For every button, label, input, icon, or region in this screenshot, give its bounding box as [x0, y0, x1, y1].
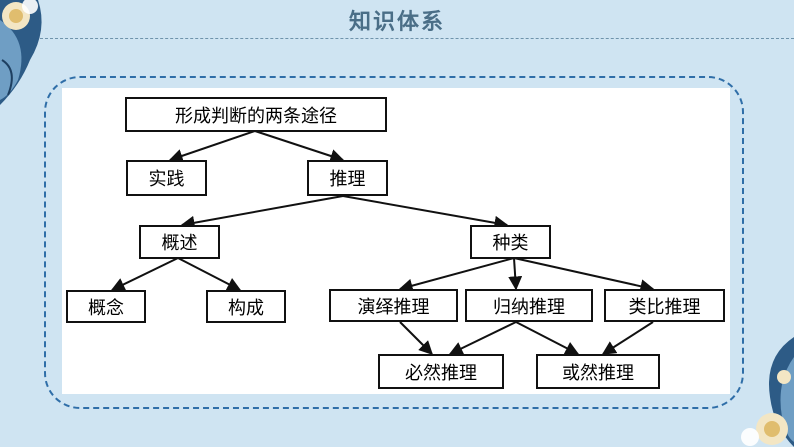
edge-analogical-probable	[601, 321, 654, 355]
node-types: 种类	[470, 225, 551, 259]
node-structure: 构成	[206, 290, 286, 323]
node-overview: 概述	[139, 225, 220, 259]
node-reasoning: 推理	[307, 160, 388, 196]
node-inductive: 归纳推理	[465, 289, 593, 322]
node-practice: 实践	[126, 160, 207, 196]
flower-icon	[0, 0, 42, 105]
edge-types-deductive	[398, 257, 515, 293]
edge-reasoning-overview	[180, 195, 344, 230]
page-title: 知识体系	[348, 10, 445, 35]
edge-deductive-necessary	[399, 321, 433, 355]
edge-inductive-necessary	[448, 321, 517, 355]
edge-reasoning-types	[342, 195, 509, 230]
title-divider	[40, 38, 794, 39]
node-analogical: 类比推理	[604, 289, 725, 322]
edge-inductive-probable	[515, 321, 580, 355]
node-necessary: 必然推理	[378, 354, 504, 389]
edge-root-reasoning	[254, 130, 345, 163]
node-concept: 概念	[66, 290, 146, 323]
node-root: 形成判断的两条途径	[125, 97, 387, 132]
diagram-frame	[44, 76, 744, 409]
edge-types-analogical	[513, 257, 655, 294]
edge-root-practice	[168, 130, 256, 163]
flower-icon	[741, 337, 794, 447]
node-probable: 或然推理	[536, 354, 660, 389]
edge-overview-concept	[110, 257, 179, 291]
edge-types-inductive	[508, 257, 523, 291]
edge-overview-structure	[177, 257, 242, 291]
node-deductive: 演绎推理	[329, 289, 458, 322]
